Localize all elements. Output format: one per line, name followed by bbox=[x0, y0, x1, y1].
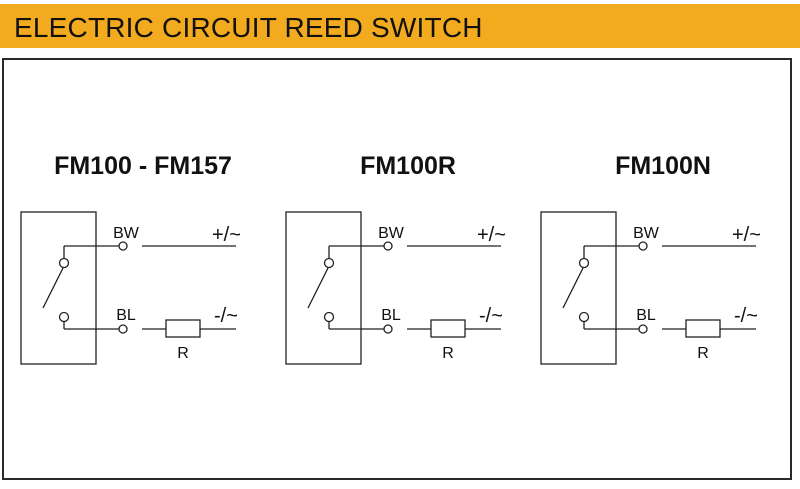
wire-label-bw: BW bbox=[378, 225, 405, 242]
terminal-bl bbox=[638, 324, 648, 334]
sensor-housing bbox=[540, 211, 617, 365]
terminal-bw bbox=[118, 241, 128, 251]
diagram-frame bbox=[2, 58, 792, 480]
circuit-fm100r: FM100R BW BL +/~ -/~ R bbox=[285, 152, 506, 365]
model-label: FM100N bbox=[615, 152, 711, 180]
resistor-label: R bbox=[442, 345, 454, 362]
terminal-bw bbox=[383, 241, 393, 251]
resistor-label: R bbox=[697, 345, 709, 362]
polarity-positive: +/~ bbox=[732, 224, 761, 246]
reed-contact-top bbox=[58, 257, 70, 269]
polarity-negative: -/~ bbox=[734, 305, 758, 327]
terminal-bl bbox=[118, 324, 128, 334]
wire-label-bl: BL bbox=[116, 307, 136, 324]
terminal-bw bbox=[638, 241, 648, 251]
reed-contact-top bbox=[578, 257, 590, 269]
circuit-fm100-fm157: FM100 - FM157 BW BL +/~ -/~ R bbox=[20, 152, 241, 365]
reed-blade bbox=[307, 267, 329, 309]
model-label: FM100R bbox=[360, 152, 456, 180]
wire-label-bw: BW bbox=[633, 225, 660, 242]
resistor bbox=[165, 319, 201, 338]
reed-contact-bottom bbox=[578, 311, 590, 323]
polarity-positive: +/~ bbox=[212, 224, 241, 246]
reed-blade bbox=[562, 267, 584, 309]
circuit-fm100n: FM100N BW BL +/~ -/~ R bbox=[540, 152, 761, 365]
title-bar: ELECTRIC CIRCUIT REED SWITCH bbox=[0, 4, 800, 48]
model-label: FM100 - FM157 bbox=[54, 152, 232, 180]
polarity-negative: -/~ bbox=[479, 305, 503, 327]
polarity-negative: -/~ bbox=[214, 305, 238, 327]
sensor-housing bbox=[285, 211, 362, 365]
page-title: ELECTRIC CIRCUIT REED SWITCH bbox=[14, 12, 483, 43]
reed-contact-bottom bbox=[58, 311, 70, 323]
resistor-label: R bbox=[177, 345, 189, 362]
wire-label-bl: BL bbox=[381, 307, 401, 324]
terminal-bl bbox=[383, 324, 393, 334]
wire-label-bw: BW bbox=[113, 225, 140, 242]
polarity-positive: +/~ bbox=[477, 224, 506, 246]
reed-blade bbox=[42, 267, 64, 309]
wire-label-bl: BL bbox=[636, 307, 656, 324]
resistor bbox=[430, 319, 466, 338]
reed-contact-bottom bbox=[323, 311, 335, 323]
resistor bbox=[685, 319, 721, 338]
sensor-housing bbox=[20, 211, 97, 365]
reed-contact-top bbox=[323, 257, 335, 269]
